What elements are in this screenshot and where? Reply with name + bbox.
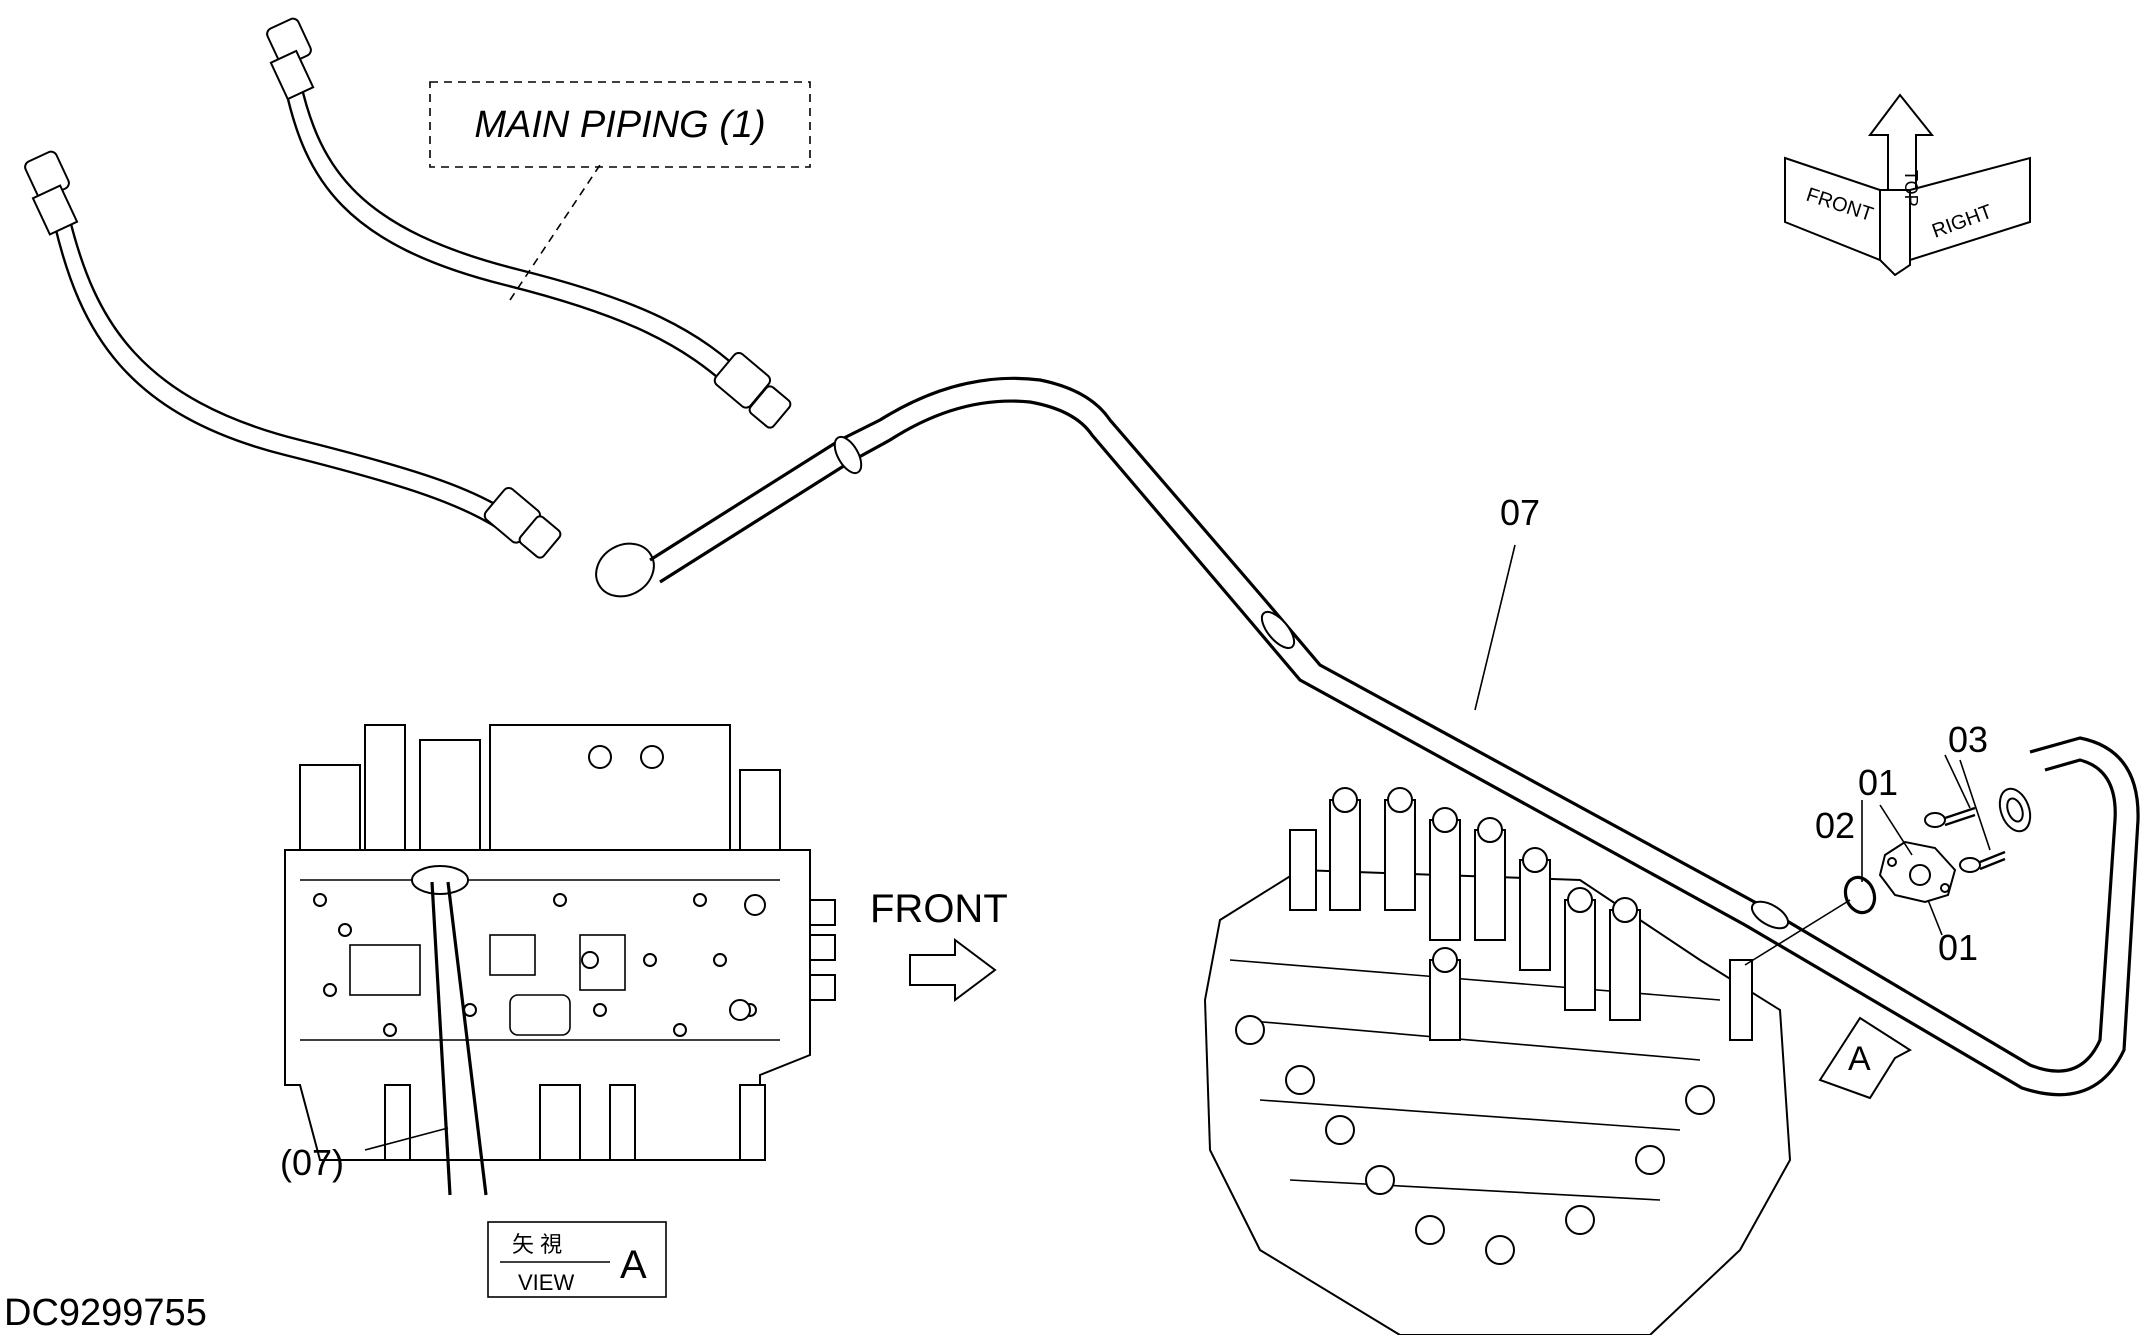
bolt-lower	[1959, 850, 2006, 873]
view-arrow-letter: A	[1848, 1040, 1871, 1078]
drawing-number: DC9299755	[4, 1292, 207, 1334]
bolt-upper	[1924, 806, 1976, 828]
front-label: FRONT	[870, 887, 1008, 931]
callout-07: 07	[1500, 492, 1540, 533]
front-direction-arrow: FRONT	[870, 887, 1008, 1002]
control-valve-view-a: (07)	[280, 724, 836, 1196]
main-piping-hoses: MAIN PIPING (1)	[24, 17, 811, 559]
main-piping-label: MAIN PIPING (1)	[474, 104, 765, 146]
pipe-07: 07	[595, 376, 2140, 1097]
control-valve-isometric	[1203, 787, 1851, 1335]
view-label-box: 矢 視 VIEW A	[487, 1221, 667, 1298]
callout-01-lower: 01	[1938, 927, 1978, 968]
orientation-indicator: TOP FRONT RIGHT	[1784, 93, 2031, 277]
callout-02: 02	[1815, 805, 1855, 846]
flange-assembly: 02 01 03 01	[1815, 719, 2006, 968]
view-arrow-a: A	[1818, 1016, 1912, 1100]
view-word: VIEW	[518, 1270, 574, 1295]
callout-07-ref: (07)	[280, 1142, 344, 1183]
orientation-top-label: TOP	[1901, 170, 1921, 207]
callout-03: 03	[1948, 719, 1988, 760]
callout-01-upper: 01	[1858, 762, 1898, 803]
view-letter: A	[620, 1243, 647, 1287]
view-kanji: 矢 視	[512, 1232, 562, 1257]
